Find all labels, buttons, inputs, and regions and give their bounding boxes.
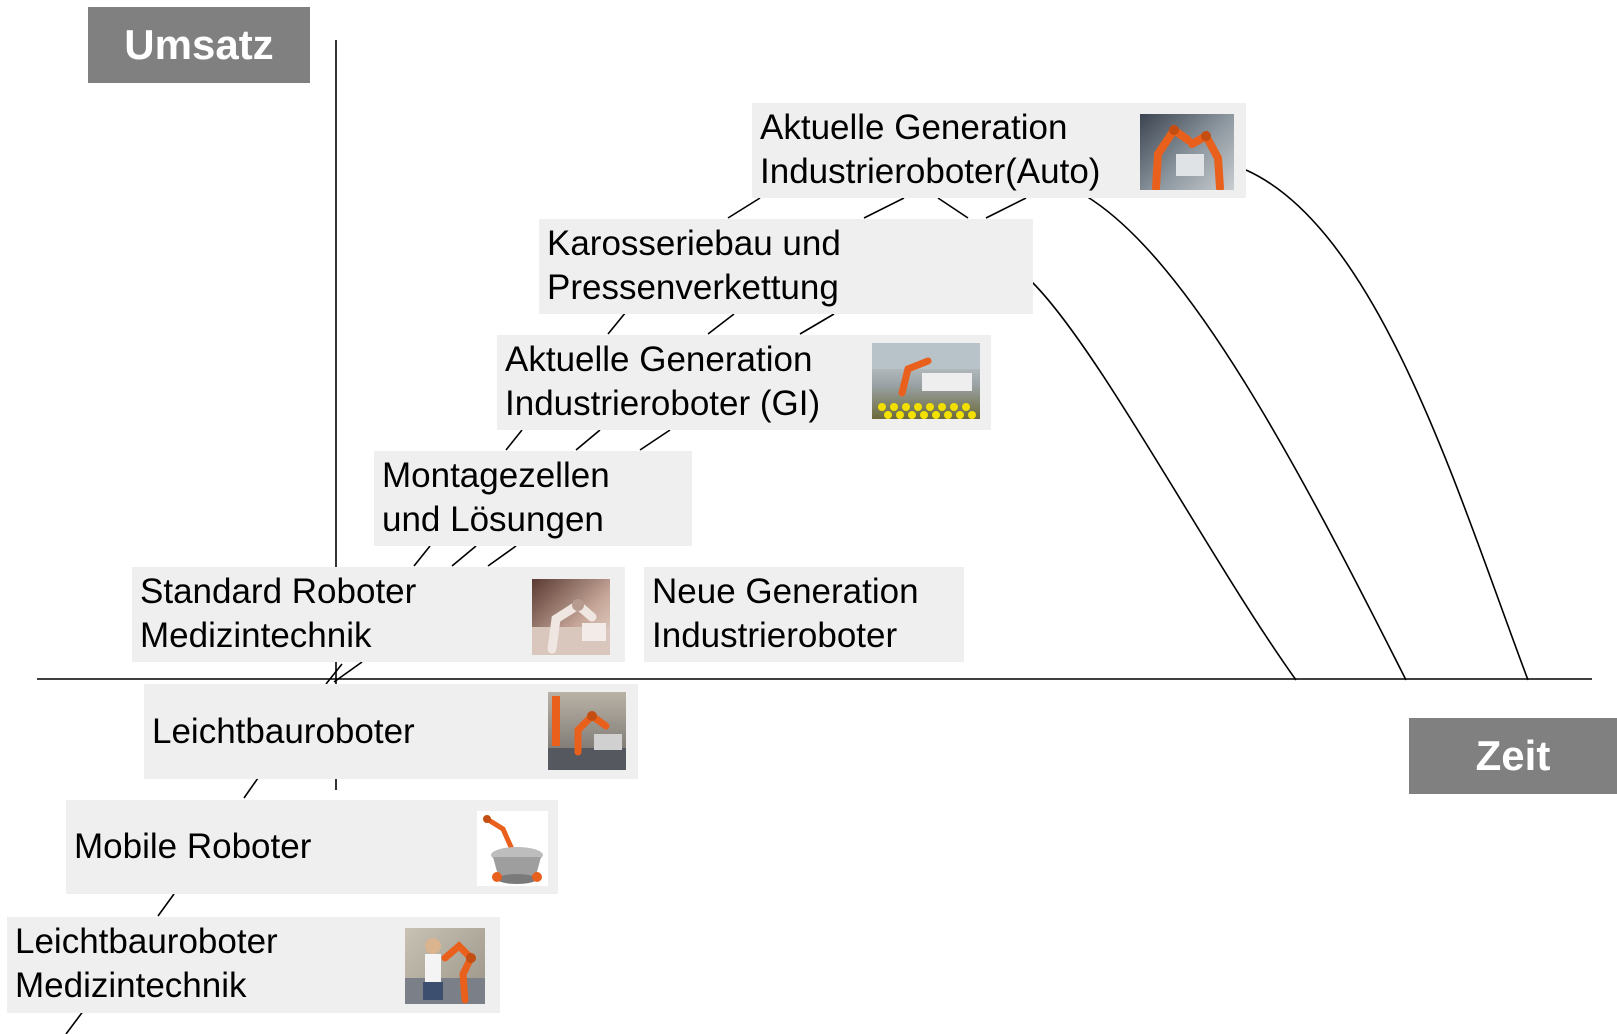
- x-axis-label-text: Zeit: [1475, 732, 1551, 779]
- connector-line: [607, 311, 627, 335]
- stage-label-line2: Industrieroboter (GI): [505, 384, 821, 423]
- connector-line: [157, 893, 175, 917]
- stage-box-neue-generation: Neue Generation Industrieroboter: [644, 567, 964, 662]
- stage-label-line1: Karosseriebau und: [547, 224, 841, 263]
- connector-line: [487, 545, 517, 567]
- connector-line: [505, 429, 523, 451]
- connector-line: [937, 197, 969, 219]
- stage-label-line1: Neue Generation: [652, 572, 919, 611]
- y-axis-label-text: Umsatz: [124, 21, 274, 68]
- connector-line: [985, 197, 1027, 219]
- y-axis-label: Umsatz: [88, 7, 310, 83]
- stage-label-line1: Leichtbauroboter: [15, 922, 278, 961]
- stage-label-line1: Aktuelle Generation: [760, 108, 1068, 147]
- decline-curve: [1031, 281, 1297, 681]
- stage-box-standard-medizin: Standard Roboter Medizintechnik: [132, 567, 625, 662]
- stage-label-line2: Industrieroboter: [652, 616, 898, 655]
- stage-label-line2: Medizintechnik: [15, 966, 247, 1005]
- connector-line: [707, 313, 735, 335]
- connector-line: [65, 1009, 85, 1034]
- stage-label-line1: Standard Roboter: [140, 572, 417, 611]
- stage-box-aktuelle-auto: Aktuelle Generation Industrieroboter(Aut…: [752, 103, 1246, 198]
- stage-label-line1: Aktuelle Generation: [505, 340, 813, 379]
- stage-label-line1: Leichtbauroboter: [152, 711, 415, 751]
- stage-box-karosseriebau: Karosseriebau und Pressenverkettung: [539, 219, 1033, 314]
- connector-line: [639, 429, 671, 451]
- stage-box-leichtbau-medizin: Leichtbauroboter Medizintechnik: [7, 917, 500, 1013]
- connector-line: [413, 545, 431, 567]
- stage-label-line1: Montagezellen: [382, 456, 610, 495]
- car-assembly-robot-photo: [1140, 114, 1234, 190]
- robot-arm-with-person-photo: [405, 928, 485, 1004]
- stage-box-mobile-roboter: Mobile Roboter: [66, 800, 558, 894]
- stage-box-aktuelle-gi: Aktuelle Generation Industrieroboter (GI…: [497, 335, 991, 430]
- connector-line: [727, 197, 761, 219]
- connector-line: [863, 197, 905, 219]
- factory-robot-photo: [872, 343, 980, 419]
- mobile-robot-photo: [477, 811, 548, 886]
- connector-line: [799, 313, 835, 335]
- connector-line: [333, 661, 363, 683]
- stage-box-montagezellen: Montagezellen und Lösungen: [374, 451, 692, 546]
- connector-line: [325, 663, 343, 685]
- stage-box-leichtbauroboter: Leichtbauroboter: [144, 684, 638, 779]
- decline-curve: [1245, 169, 1529, 681]
- stage-label-line2: und Lösungen: [382, 500, 604, 539]
- decline-curve: [1085, 195, 1407, 681]
- connector-line: [243, 777, 259, 799]
- connector-line: [575, 429, 601, 451]
- stage-label-line2: Pressenverkettung: [547, 268, 839, 307]
- stage-label-line1: Mobile Roboter: [74, 827, 312, 866]
- x-axis-label: Zeit: [1409, 718, 1617, 794]
- connector-line: [451, 545, 477, 567]
- stage-label-line2: Medizintechnik: [140, 616, 372, 655]
- stage-label-line2: Industrieroboter(Auto): [760, 152, 1101, 191]
- medical-robot-photo: [532, 579, 610, 655]
- lightweight-robot-photo: [548, 692, 626, 770]
